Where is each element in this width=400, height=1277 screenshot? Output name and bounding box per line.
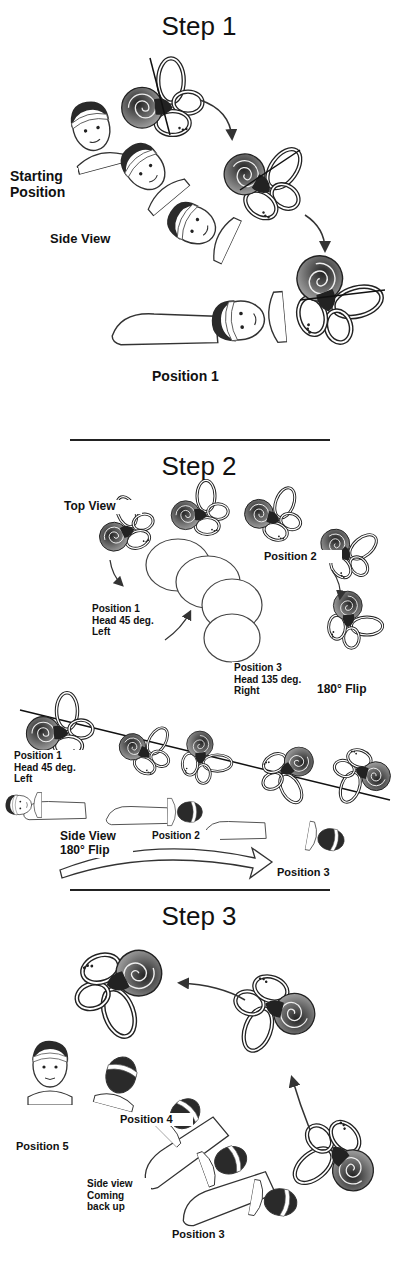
- inner-ear: [329, 591, 383, 648]
- inner-ear: [65, 937, 179, 1048]
- body: [106, 806, 168, 824]
- step2-side-view: [5, 693, 396, 878]
- position-label: Position 2: [262, 550, 342, 563]
- inner-ear: [324, 744, 396, 814]
- position-label: Position 1: [150, 368, 240, 384]
- inner-ear: [239, 476, 311, 546]
- position-label: Position 3: [275, 866, 355, 879]
- position-label: Position 5: [14, 1140, 89, 1153]
- step-heading: Step 2: [0, 452, 399, 482]
- divider: [70, 889, 330, 891]
- head: [28, 1041, 72, 1105]
- flip-label: 180° Flip: [315, 683, 390, 697]
- head: [305, 821, 347, 856]
- arrow: [165, 612, 190, 640]
- position-label: Starting Position: [8, 168, 78, 200]
- step1-heads: [62, 96, 287, 348]
- head: [248, 1179, 300, 1222]
- arrow: [332, 570, 340, 598]
- arrow: [292, 1078, 310, 1130]
- arrow: [180, 983, 245, 1000]
- position-label: Position 3: [170, 1228, 250, 1241]
- position-label: Position 2: [150, 830, 220, 842]
- head: [5, 793, 41, 818]
- inner-ear: [221, 968, 323, 1068]
- step-heading: Step 3: [0, 902, 399, 932]
- arrow: [200, 100, 232, 138]
- head: [210, 291, 287, 347]
- body: [112, 314, 218, 345]
- head: [197, 1138, 252, 1187]
- position-label: Position 4: [118, 1113, 193, 1126]
- inner-ear: [171, 480, 228, 534]
- view-label: Side View: [48, 232, 133, 247]
- head: [93, 1052, 145, 1112]
- step3-ears: [65, 937, 387, 1218]
- position-label: Position 1 Head 45 deg. Left: [12, 750, 84, 785]
- position-label: Position 1 Head 45 deg. Left: [90, 603, 160, 638]
- body: [24, 801, 86, 819]
- head: [110, 133, 190, 216]
- head-outline: [204, 614, 260, 662]
- axis-line: [240, 150, 300, 190]
- head: [167, 798, 202, 825]
- step-heading: Step 1: [0, 12, 399, 42]
- inner-ear: [112, 713, 182, 782]
- view-label: Side View 180° Flip: [58, 830, 133, 858]
- inner-ear: [284, 242, 390, 351]
- axis-line: [150, 58, 170, 135]
- inner-ear: [122, 58, 203, 134]
- step3-heads: [28, 1041, 300, 1228]
- position-label: Position 3 Head 135 deg. Right: [232, 662, 308, 697]
- axis-line: [300, 290, 385, 300]
- head: [62, 96, 125, 175]
- inner-ear: [26, 693, 93, 756]
- head: [159, 192, 241, 264]
- divider: [70, 439, 330, 441]
- arrow: [305, 215, 325, 250]
- view-label: Side view Coming back up: [85, 1178, 151, 1213]
- inner-ear: [182, 731, 232, 783]
- arrow: [110, 560, 122, 585]
- view-label: Top View: [62, 500, 142, 514]
- inner-ear: [252, 738, 328, 813]
